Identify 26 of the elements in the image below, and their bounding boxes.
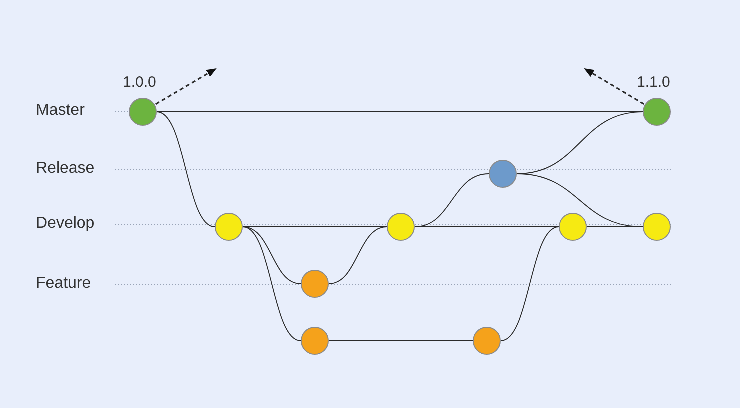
branch-line [328, 340, 474, 342]
commit-circle [643, 213, 671, 241]
commit-circle [473, 327, 501, 355]
commit-circle [129, 98, 157, 126]
commit-circle [387, 213, 415, 241]
branch-line [156, 112, 216, 228]
branch-line [586, 226, 644, 228]
branch-line [242, 226, 302, 284]
version-label: 1.1.0 [637, 74, 670, 91]
lane-label: Master [36, 102, 85, 120]
dashed-arrow [156, 68, 217, 106]
commit-circle [489, 160, 517, 188]
commit-circle [301, 270, 329, 298]
lane-label: Feature [36, 275, 92, 293]
dashed-arrow [584, 68, 645, 105]
commit-circle [559, 213, 587, 241]
commit-circle [643, 98, 671, 126]
branch-line [328, 226, 388, 284]
commit-circle [215, 213, 243, 241]
lane-label: Release [36, 160, 95, 178]
version-label: 1.0.0 [123, 74, 156, 91]
branch-line [414, 226, 560, 228]
lane-label: Develop [36, 215, 95, 233]
branch-line [500, 226, 560, 342]
branch-line [242, 226, 302, 342]
commit-circle [301, 327, 329, 355]
